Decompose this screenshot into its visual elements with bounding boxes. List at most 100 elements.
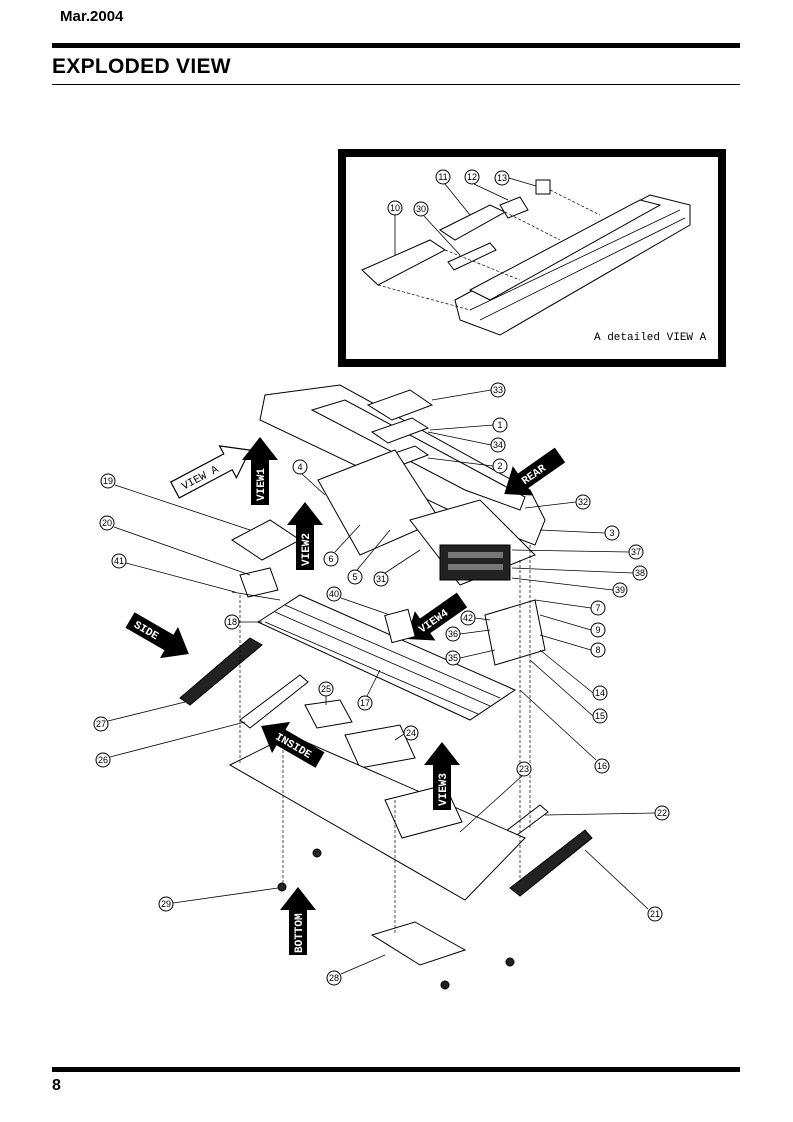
svg-text:3: 3 [609, 528, 614, 538]
svg-text:39: 39 [615, 585, 625, 595]
pad-24 [344, 724, 416, 769]
inset-callout-11: 11 [435, 169, 471, 216]
svg-text:32: 32 [578, 497, 588, 507]
svg-text:6: 6 [328, 554, 333, 564]
svg-text:13: 13 [497, 173, 507, 183]
footer-rule [52, 1067, 740, 1072]
page-number: 8 [52, 1077, 61, 1094]
svg-text:28: 28 [329, 973, 339, 983]
callout-22: 22 [544, 805, 670, 821]
callout-39: 39 [511, 577, 628, 598]
bottom-cover-28 [370, 921, 467, 966]
callout-21: 21 [584, 849, 663, 922]
svg-text:16: 16 [597, 761, 607, 771]
callout-1: 1 [429, 417, 508, 433]
callout-8: 8 [539, 634, 606, 658]
callout-18: 18 [224, 614, 262, 630]
svg-text:30: 30 [416, 204, 426, 214]
switch-cluster [439, 544, 511, 581]
svg-text:8: 8 [595, 645, 600, 655]
header-rule-thin [52, 84, 740, 85]
callout-37: 37 [511, 544, 644, 560]
svg-text:VIEW2: VIEW2 [301, 533, 313, 566]
callout-41: 41 [111, 553, 236, 593]
callout-9: 9 [539, 614, 606, 638]
inset-callout-13: 13 [494, 170, 537, 187]
svg-text:37: 37 [631, 547, 641, 557]
callout-24: 24 [394, 725, 419, 741]
callout-19: 19 [100, 473, 251, 531]
svg-text:11: 11 [438, 172, 447, 182]
svg-text:2: 2 [497, 461, 502, 471]
callout-40: 40 [326, 586, 391, 616]
svg-text:22: 22 [657, 808, 667, 818]
view3-arrow: VIEW3 [424, 742, 460, 810]
callout-32: 32 [524, 494, 591, 510]
svg-text:34: 34 [493, 440, 503, 450]
display-34 [370, 417, 430, 444]
display-cover-33 [366, 389, 434, 421]
svg-text:10: 10 [390, 203, 400, 213]
bracket-26 [239, 674, 309, 729]
callout-35: 35 [445, 649, 496, 666]
inset-chassis [454, 194, 691, 336]
foot-29 [277, 882, 287, 892]
callout-25: 25 [318, 681, 334, 705]
callout-36: 36 [445, 626, 491, 642]
keyboard-keys [264, 604, 501, 715]
callout-38: 38 [511, 565, 648, 581]
svg-text:21: 21 [650, 909, 660, 919]
svg-text:17: 17 [360, 698, 370, 708]
callout-5: 5 [347, 529, 391, 585]
callout-33: 33 [431, 382, 506, 401]
callout-14: 14 [539, 649, 608, 701]
callout-2: 2 [427, 457, 508, 474]
svg-text:BOTTOM: BOTTOM [294, 913, 306, 953]
part-41 [231, 591, 281, 601]
svg-text:25: 25 [321, 684, 331, 694]
view-a-arrow: VIEW A [169, 445, 251, 499]
callout-42: 42 [460, 610, 491, 626]
header-rule-thick [52, 43, 740, 48]
callout-20: 20 [99, 515, 251, 576]
inset-detail-view-a: 10 11 12 13 30 A detailed VIEW A [338, 149, 726, 367]
inset-callout-30: 30 [413, 201, 461, 256]
svg-text:40: 40 [329, 589, 339, 599]
svg-text:18: 18 [227, 617, 237, 627]
svg-text:24: 24 [406, 728, 416, 738]
foot-b [312, 848, 322, 858]
callout-16: 16 [519, 689, 610, 774]
side-panel-27 [179, 637, 263, 706]
callout-6: 6 [323, 524, 361, 567]
side-arrow: SIDE [125, 612, 189, 659]
callout-31: 31 [373, 549, 421, 587]
svg-text:14: 14 [595, 688, 605, 698]
svg-text:33: 33 [493, 385, 503, 395]
bottom-arrow: BOTTOM [280, 887, 316, 955]
svg-text:29: 29 [161, 899, 171, 909]
inset-caption: A detailed VIEW A [594, 332, 707, 344]
inset-part-13 [535, 179, 551, 195]
inset-callout-12: 12 [464, 169, 509, 201]
section-title: EXPLODED VIEW [52, 55, 231, 78]
svg-text:20: 20 [102, 518, 112, 528]
inset-chassis-top [468, 199, 662, 301]
svg-text:VIEW1: VIEW1 [256, 468, 268, 501]
callout-26: 26 [95, 721, 246, 768]
svg-text:4: 4 [297, 462, 302, 472]
control-board [484, 599, 546, 666]
svg-text:35: 35 [448, 653, 458, 663]
svg-text:5: 5 [352, 572, 357, 582]
callout-28: 28 [326, 954, 386, 986]
view1-arrow: VIEW1 [242, 437, 278, 505]
svg-text:41: 41 [114, 556, 124, 566]
inset-callout-10: 10 [387, 200, 403, 255]
svg-text:38: 38 [635, 568, 645, 578]
svg-text:36: 36 [448, 629, 458, 639]
side-panel-21 [509, 829, 593, 897]
svg-text:19: 19 [103, 476, 113, 486]
svg-text:9: 9 [595, 625, 600, 635]
callout-15: 15 [529, 659, 608, 724]
callout-7: 7 [534, 599, 606, 616]
